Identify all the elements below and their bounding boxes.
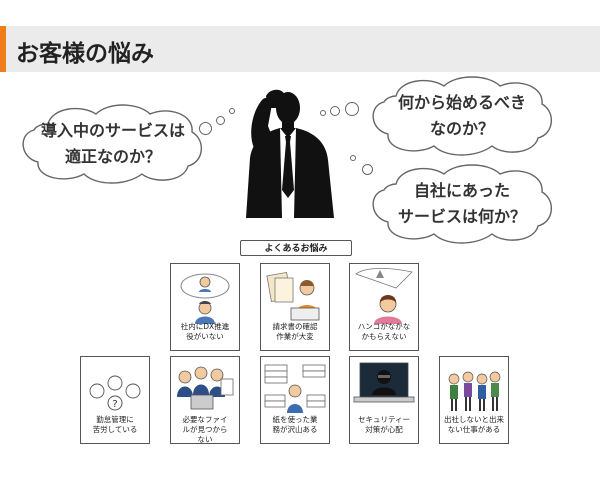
bubble-top-right-line-2: なのか？ [429, 119, 494, 138]
thought-bubble-bottom-right: 自社にあった サービスは何か？ [366, 164, 558, 244]
thought-dot [350, 155, 356, 161]
concern-card: ハンコがなかな かもらえない [349, 263, 419, 351]
bubble-bottom-right-line-1: 自社にあった [413, 181, 510, 200]
thought-dot [216, 116, 225, 125]
concern-card-caption: セキュリティー 対策が心配 [357, 415, 411, 434]
office-work-icon [448, 371, 501, 411]
stamp-approval-icon [355, 268, 413, 324]
thought-dot [362, 164, 373, 175]
paper-work-icon [264, 364, 326, 413]
thought-dot [330, 106, 340, 116]
cloud-shape [372, 76, 552, 156]
thought-dot [345, 102, 359, 116]
concern-card: 請求書の確認 作業が大変 [260, 263, 330, 351]
svg-text:?: ? [112, 399, 117, 410]
file-search-icon [177, 366, 234, 410]
section-header: お客様の悩み [0, 26, 600, 72]
worried-businessman-icon [228, 86, 344, 218]
bubble-bottom-right-line-2: サービスは何か？ [397, 207, 526, 226]
concern-card-caption: ハンコがなかな かもらえない [357, 322, 411, 341]
concern-card: セキュリティー 対策が心配 [349, 356, 419, 444]
page-title: お客様の悩み [16, 41, 154, 67]
concern-card: 出社しないと出来 ない仕事がある [439, 356, 509, 444]
common-concerns-label: よくあるお悩み [240, 240, 352, 256]
attendance-management-icon: ? [89, 375, 141, 411]
concern-card-caption: 紙を使った業 務が沢山ある [272, 415, 318, 434]
bubble-left-line-2: 適正なのか？ [64, 147, 161, 166]
concern-card-caption: 社内にDX推進 役がいない [180, 322, 230, 341]
concern-card-caption: 必要なファイ ルが見つから ない [182, 415, 228, 444]
concern-card-caption: 出社しないと出来 ない仕事がある [444, 415, 504, 434]
concern-card-caption: 請求書の確認 作業が大変 [272, 322, 318, 341]
thought-bubble-top-right: 何から始めるべき なのか？ [366, 76, 558, 156]
thought-dot [199, 122, 212, 135]
top-margin [0, 0, 600, 26]
bubble-left-line-1: 導入中のサービスは [40, 121, 185, 140]
thought-bubble-left: 導入中のサービスは 適正なのか？ [18, 102, 208, 184]
cloud-shape [372, 164, 552, 244]
concern-card-caption: 勤怠管理に 苦労している [92, 415, 138, 434]
concern-card: 必要なファイ ルが見つから ない [170, 356, 240, 444]
concern-card: ? 勤怠管理に 苦労している [80, 356, 150, 444]
invoice-work-icon [266, 271, 320, 321]
thought-dot [229, 108, 235, 114]
concern-card: 社内にDX推進 役がいない [170, 263, 240, 351]
bubble-top-right-line-1: 何から始めるべき [397, 93, 526, 112]
no-dx-lead-icon [180, 273, 230, 324]
security-icon [353, 362, 415, 403]
cloud-shape [22, 104, 202, 184]
thought-dot [320, 110, 326, 116]
concern-card: 紙を使った業 務が沢山ある [260, 356, 330, 444]
